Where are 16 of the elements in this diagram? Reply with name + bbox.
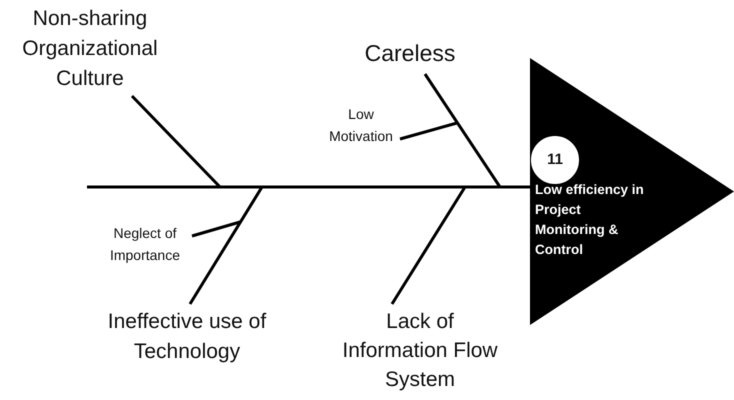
cause-label: Lack of Information Flow System — [340, 307, 500, 397]
bone-line — [188, 186, 264, 305]
effect-label: Low efficiency in Project Monitoring & Control — [535, 181, 645, 259]
cause-label: Careless — [355, 38, 465, 70]
sub-cause-label: Neglect of Importance — [98, 222, 192, 268]
fish-head-triangle — [530, 58, 734, 325]
sub-cause-label: Low Motivation — [322, 103, 400, 149]
bone-line — [130, 94, 222, 188]
problem-number: 11 — [546, 150, 564, 170]
sub-bone-line — [192, 220, 240, 238]
bone-line — [390, 186, 466, 305]
sub-bone-line — [400, 122, 458, 140]
cause-label: Ineffective use of Technology — [92, 307, 282, 369]
fishbone-spine — [87, 186, 530, 188]
bone-line — [424, 73, 502, 188]
cause-label: Non-sharing Organizational Culture — [0, 4, 180, 96]
